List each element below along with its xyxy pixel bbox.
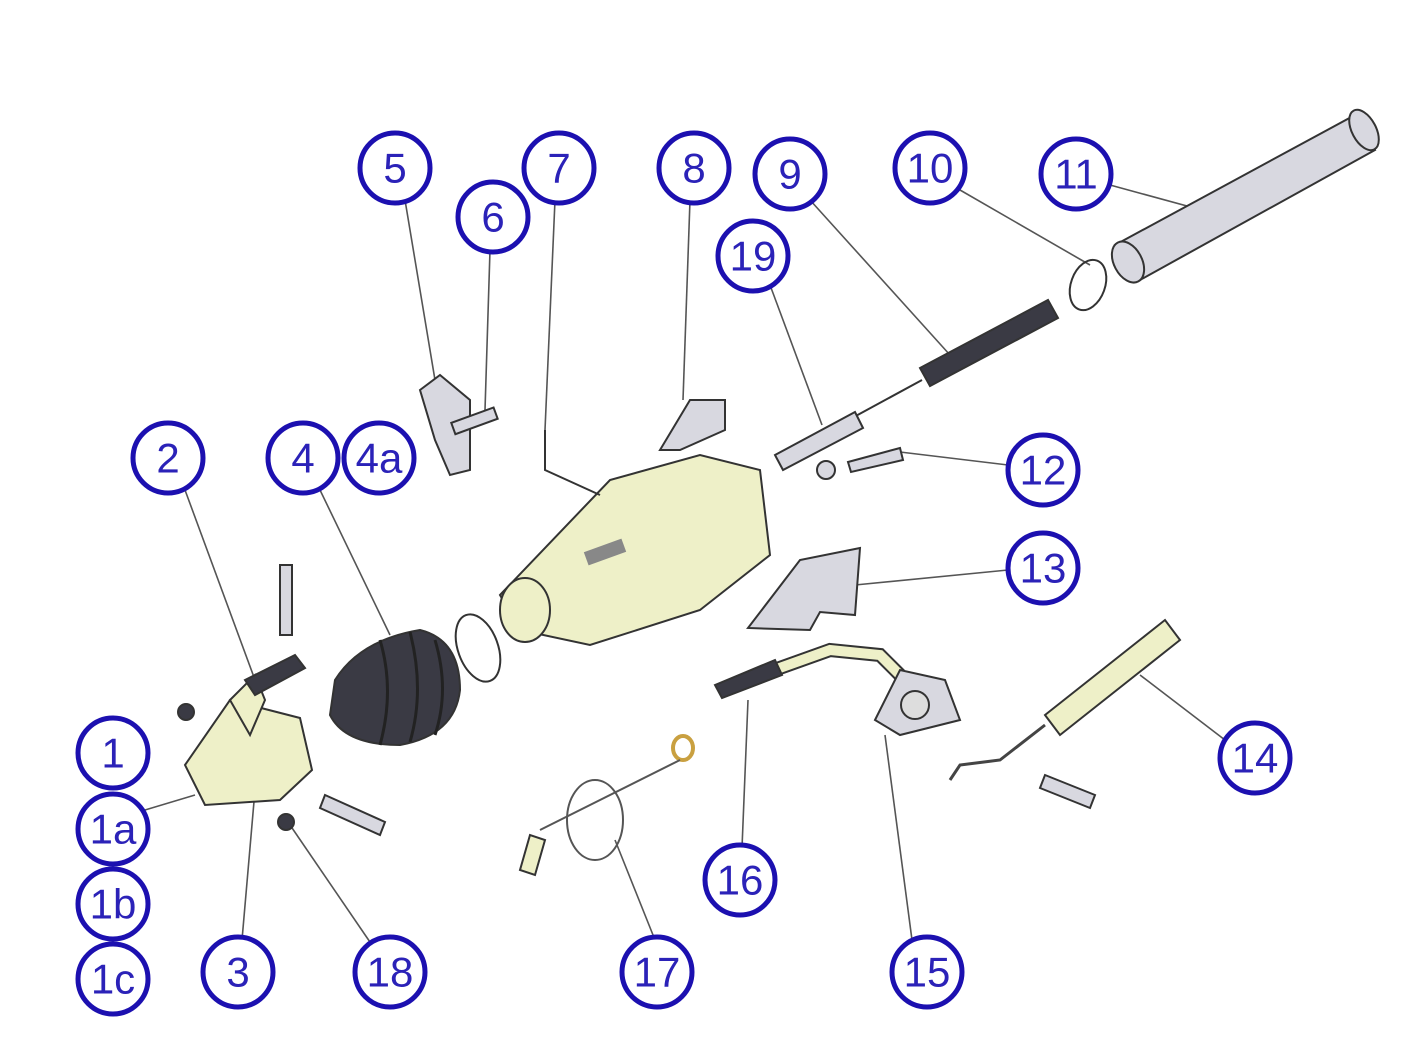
leader-9	[809, 199, 951, 356]
callout-13[interactable]: 13	[1005, 530, 1081, 606]
leader-3	[241, 789, 256, 941]
cylinder-part-14	[948, 618, 1182, 781]
lever-part-8	[658, 399, 726, 451]
callout-1[interactable]: 1	[75, 715, 151, 791]
callout-10[interactable]: 10	[892, 130, 968, 206]
bolt-part	[279, 564, 293, 636]
callout-label: 19	[730, 233, 777, 280]
leader-16	[741, 699, 749, 849]
bolt-part	[318, 793, 387, 837]
callout-15[interactable]: 15	[889, 934, 965, 1010]
leader-5	[404, 199, 436, 381]
callout-11[interactable]: 11	[1038, 136, 1114, 212]
leader-12	[899, 451, 1009, 466]
callout-1b[interactable]: 1b	[75, 866, 151, 942]
bellows-part-4	[328, 628, 462, 747]
leader-4	[319, 489, 391, 636]
damper-part-9	[829, 298, 1060, 431]
callout-2[interactable]: 2	[130, 420, 206, 496]
callout-label: 4a	[356, 435, 403, 482]
leader-14	[1139, 674, 1226, 741]
callout-label: 9	[778, 151, 801, 198]
leader-18	[289, 824, 373, 946]
handle-grip-part-2	[243, 653, 307, 697]
leader-lines	[144, 184, 1226, 946]
leader-6	[484, 249, 491, 411]
leader-1a	[144, 794, 196, 811]
o-ring-part	[454, 613, 502, 683]
hand-brake-lever-part-15	[757, 642, 962, 737]
callout-label: 14	[1232, 735, 1279, 782]
lever-grip-part-16	[713, 658, 784, 700]
callout-9[interactable]: 9	[752, 136, 828, 212]
callout-1a[interactable]: 1a	[75, 791, 151, 867]
callout-5[interactable]: 5	[357, 130, 433, 206]
callout-label: 16	[717, 857, 764, 904]
nut-part-18	[277, 813, 295, 831]
callout-12[interactable]: 12	[1005, 432, 1081, 508]
callout-label: 1	[101, 730, 124, 777]
callout-label: 8	[682, 145, 705, 192]
callout-label: 18	[367, 949, 414, 996]
callout-label: 7	[547, 145, 570, 192]
leader-2	[184, 489, 256, 681]
callout-16[interactable]: 16	[702, 842, 778, 918]
leader-10	[959, 189, 1091, 266]
leader-17	[614, 839, 656, 941]
callout-label: 3	[226, 949, 249, 996]
callout-4[interactable]: 4	[265, 420, 341, 496]
callout-label: 12	[1020, 447, 1067, 494]
parts	[177, 108, 1380, 877]
callout-3[interactable]: 3	[200, 934, 276, 1010]
pin-part-6	[449, 406, 499, 436]
callout-17[interactable]: 17	[619, 934, 695, 1010]
o-ring-part-10	[1068, 258, 1108, 312]
callout-19[interactable]: 19	[715, 218, 791, 294]
tube-part-11	[1110, 108, 1380, 284]
callout-label: 4	[291, 435, 314, 482]
leader-19	[769, 284, 823, 426]
callout-label: 15	[904, 949, 951, 996]
callout-label: 10	[907, 145, 954, 192]
leader-8	[682, 199, 691, 401]
callout-7[interactable]: 7	[521, 130, 597, 206]
callout-label: 13	[1020, 545, 1067, 592]
callout-18[interactable]: 18	[352, 934, 428, 1010]
nut-part	[177, 703, 195, 721]
pin-part-7	[544, 430, 601, 496]
callout-label: 5	[383, 145, 406, 192]
callout-label: 1a	[90, 806, 137, 853]
bracket-part-13	[746, 546, 862, 632]
plate-part-5	[418, 373, 471, 477]
callout-label: 1c	[91, 956, 135, 1003]
callout-label: 6	[481, 194, 504, 241]
callout-4a[interactable]: 4a	[341, 420, 417, 496]
callout-6[interactable]: 6	[455, 179, 531, 255]
leader-15	[884, 734, 913, 941]
callout-label: 2	[156, 435, 179, 482]
housing-main-part	[498, 453, 772, 647]
callouts: 5 6 7 8 9 10 11 19 2 4 4a 12 13 1 1a 1b …	[75, 130, 1293, 1017]
bolt-part	[1038, 773, 1097, 810]
bolt-part-12	[816, 446, 905, 480]
callout-label: 11	[1054, 151, 1098, 198]
callout-8[interactable]: 8	[656, 130, 732, 206]
rod-part-19	[773, 410, 865, 472]
breakaway-cable-part-17	[518, 734, 695, 877]
callout-label: 17	[634, 949, 681, 996]
callout-1c[interactable]: 1c	[75, 941, 151, 1017]
coupling-head-part-1	[183, 653, 314, 807]
leader-13	[854, 569, 1009, 586]
leader-7	[544, 199, 556, 431]
callout-label: 1b	[90, 881, 137, 928]
callout-14[interactable]: 14	[1217, 720, 1293, 796]
